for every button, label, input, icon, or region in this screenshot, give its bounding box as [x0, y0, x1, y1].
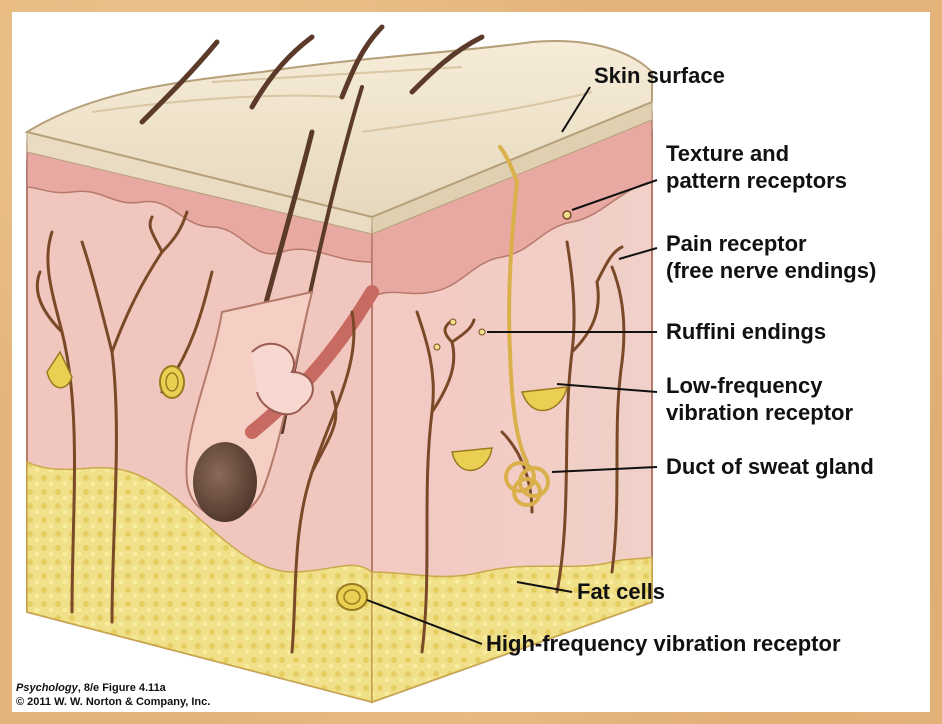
label-texture-line1: Texture and — [666, 140, 789, 167]
label-pain-line2: (free nerve endings) — [666, 257, 876, 284]
figure-citation: Psychology, 8/e Figure 4.11a — [16, 682, 166, 694]
edition-figure: , 8/e Figure 4.11a — [78, 682, 166, 694]
label-texture-line2: pattern receptors — [666, 167, 847, 194]
copyright: © 2011 W. W. Norton & Company, Inc. — [16, 696, 210, 708]
skin-cross-section-diagram — [12, 12, 930, 712]
label-fat-cells: Fat cells — [577, 578, 665, 605]
label-low-frequency-line2: vibration receptor — [666, 399, 853, 426]
label-low-frequency-line1: Low-frequency — [666, 372, 822, 399]
label-sweat-duct: Duct of sweat gland — [666, 453, 874, 480]
book-title: Psychology — [16, 682, 78, 694]
figure-panel: Skin surface Texture and pattern recepto… — [12, 12, 930, 712]
label-high-frequency: High-frequency vibration receptor — [486, 630, 841, 657]
label-pain-line1: Pain receptor — [666, 230, 807, 257]
label-ruffini: Ruffini endings — [666, 318, 826, 345]
label-skin-surface: Skin surface — [594, 62, 725, 89]
